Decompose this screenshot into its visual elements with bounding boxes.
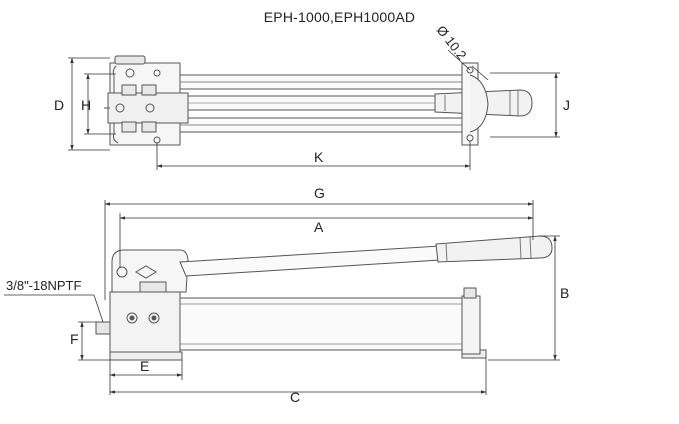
dim-label-G: G [314, 185, 325, 201]
side-view-handle-grip [435, 235, 553, 263]
top-view [104, 55, 533, 146]
dim-label-F: F [70, 331, 79, 347]
top-view-valve-block [107, 92, 189, 124]
top-view-dimensions [68, 49, 560, 170]
dim-label-A: A [314, 219, 324, 235]
dim-label-B: B [560, 285, 569, 301]
dim-label-D: D [54, 97, 64, 113]
diameter-label: Ø 10.2 [434, 23, 470, 63]
dim-label-K: K [314, 149, 324, 165]
side-view-base-plate [109, 351, 183, 361]
diagram-title: EPH-1000,EPH1000AD [263, 9, 416, 25]
dim-label-H: H [81, 97, 91, 113]
side-view-pump-block [109, 291, 181, 353]
side-view-end-cap [461, 295, 481, 355]
side-view [95, 235, 553, 361]
side-view-reservoir [177, 297, 479, 351]
dim-label-C: C [290, 389, 300, 405]
side-view-handle-mount [111, 249, 189, 293]
port-label: 3/8"-18NPTF [6, 278, 81, 293]
dim-label-E: E [140, 358, 149, 374]
side-view-dimensions [4, 200, 560, 395]
top-view-release-knob [114, 55, 146, 65]
dim-label-J: J [563, 97, 570, 113]
side-view-handle-lever [179, 245, 441, 277]
side-view-port-fitting [95, 321, 111, 335]
